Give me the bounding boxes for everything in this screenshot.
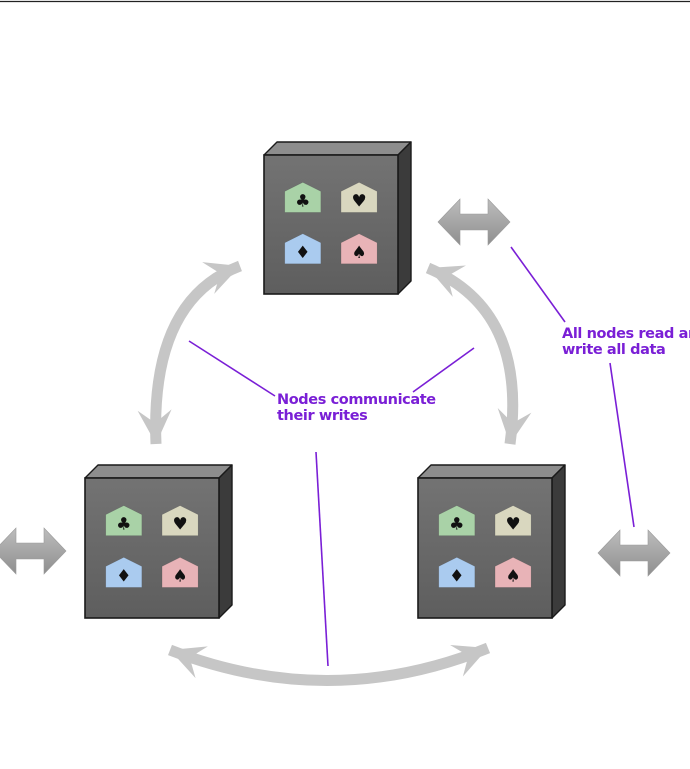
club-icon: ♣ [449,515,464,535]
replication-arrows [137,260,532,686]
node-left: ♣ ♥ ♦ ♠ [84,464,233,619]
leader-to-top-left-arrow [188,340,276,397]
io-arrow-left [0,527,67,575]
node-top: ♣ ♥ ♦ ♠ [263,141,412,295]
heart-icon: ♥ [172,515,187,535]
partition-spade: ♠ [161,557,199,588]
diamond-icon: ♦ [449,566,464,586]
partition-diamond: ♦ [438,557,476,588]
io-arrow-right [597,529,671,577]
partition-heart: ♥ [161,505,199,536]
partition-heart: ♥ [340,182,378,213]
leader-to-bottom-arrow [315,451,329,667]
annotation-line: write all data [562,342,666,358]
diamond-icon: ♦ [295,243,310,263]
partition-heart: ♥ [494,505,532,536]
arrow-top-to-right [425,262,532,445]
nodes: ♣ ♥ ♦ ♠ ♣ ♥ ♦ ♠ ♣ ♥ ♦ ♠ [84,141,566,619]
io-arrow-top [437,198,511,246]
leader-to-top-right-arrow [412,347,475,393]
annotation-line: Nodes communicate [277,392,436,408]
arrow-top-to-left [137,260,242,445]
annotation-leaders [188,246,635,667]
partition-spade: ♠ [494,557,532,588]
node-right: ♣ ♥ ♦ ♠ [417,464,566,619]
leader-to-top-io [510,246,566,323]
partition-diamond: ♦ [284,233,322,265]
club-icon: ♣ [116,515,131,535]
club-icon: ♣ [295,191,310,211]
annotation-line: All nodes read and [562,326,690,342]
annotation-read-write-all-data: All nodes read and write all data [562,326,690,358]
partition-club: ♣ [438,505,476,536]
client-io-arrows [0,198,671,577]
spade-icon: ♠ [505,566,520,586]
diamond-icon: ♦ [116,566,131,586]
arrow-left-to-right [168,642,491,686]
partition-diamond: ♦ [105,557,143,588]
partition-club: ♣ [284,182,322,213]
spade-icon: ♠ [172,566,187,586]
partition-spade: ♠ [340,233,378,265]
spade-icon: ♠ [351,243,366,263]
annotation-line: their writes [277,408,368,424]
partition-club: ♣ [105,505,143,536]
annotation-nodes-communicate: Nodes communicate their writes [277,392,436,424]
heart-icon: ♥ [351,191,366,211]
leader-to-right-io [609,362,635,528]
heart-icon: ♥ [505,515,520,535]
